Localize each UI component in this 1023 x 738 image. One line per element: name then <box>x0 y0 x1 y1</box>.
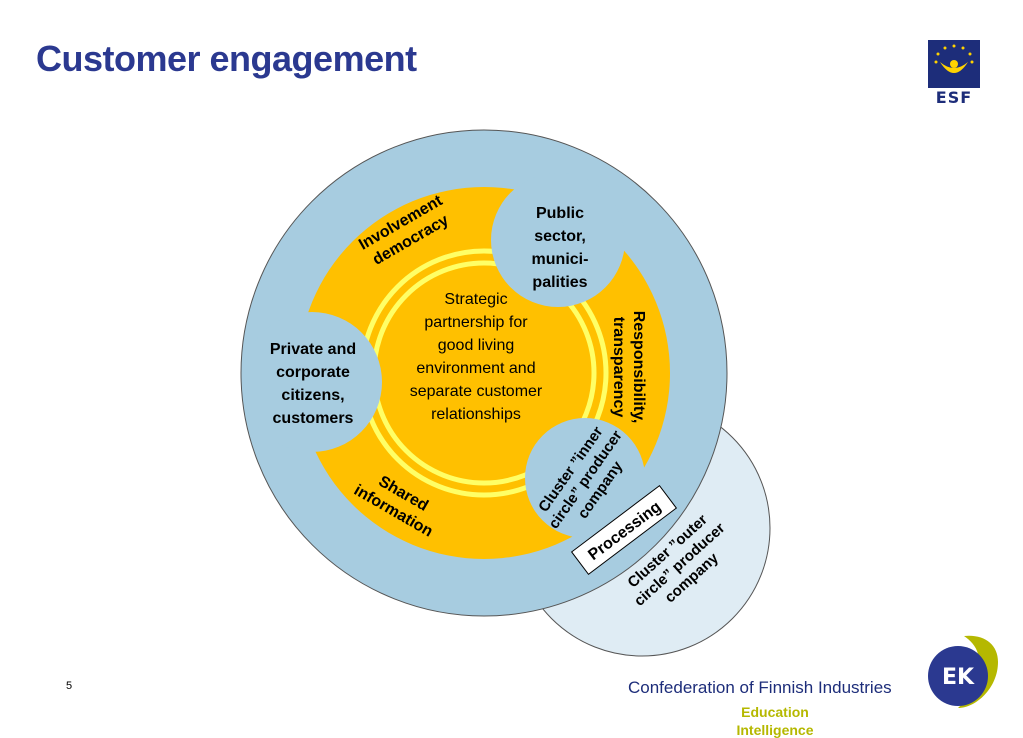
center-line-5: separate customer <box>410 383 543 400</box>
private-line-2: corporate <box>276 364 350 381</box>
responsibility-line-2: transparency <box>610 317 627 418</box>
inner-cluster-circle <box>525 418 645 538</box>
footer-subtitle-2: Intelligence <box>736 722 814 738</box>
center-text: Strategic partnership for good living en… <box>410 291 543 423</box>
center-line-4: environment and <box>416 360 535 377</box>
page-number: 5 <box>66 680 73 692</box>
page-title: Customer engagement <box>36 38 417 79</box>
footer-subtitle-1: Education <box>741 704 809 720</box>
public-sector-label: Public sector, munici- palities <box>532 205 589 291</box>
private-line-1: Private and <box>270 341 356 358</box>
ek-logo-icon: EK <box>928 635 998 708</box>
responsibility-line-1: Responsibility, <box>630 311 647 424</box>
center-line-3: good living <box>438 337 515 354</box>
center-line-2: partnership for <box>424 314 528 331</box>
private-line-4: customers <box>273 410 354 427</box>
processing-box-rect <box>570 485 678 575</box>
private-line-3: citizens, <box>281 387 344 404</box>
private-label: Private and corporate citizens, customer… <box>270 341 356 427</box>
public-line-1: Public <box>536 205 584 222</box>
esf-logo-text: ESF <box>935 88 973 107</box>
public-line-4: palities <box>532 274 587 291</box>
public-sector-circle <box>491 173 625 307</box>
public-line-3: munici- <box>532 251 589 268</box>
esf-logo: ESF <box>928 40 980 107</box>
ek-logo: EK <box>924 632 1000 712</box>
footer-organization: Confederation of Finnish Industries <box>628 678 892 697</box>
esf-logo-icon <box>928 40 980 88</box>
public-line-2: sector, <box>534 228 586 245</box>
ek-logo-text: EK <box>942 665 975 690</box>
private-circle <box>242 312 382 452</box>
center-line-1: Strategic <box>444 291 507 308</box>
center-line-6: relationships <box>431 406 521 423</box>
responsibility-label: Responsibility, transparency <box>610 311 647 424</box>
